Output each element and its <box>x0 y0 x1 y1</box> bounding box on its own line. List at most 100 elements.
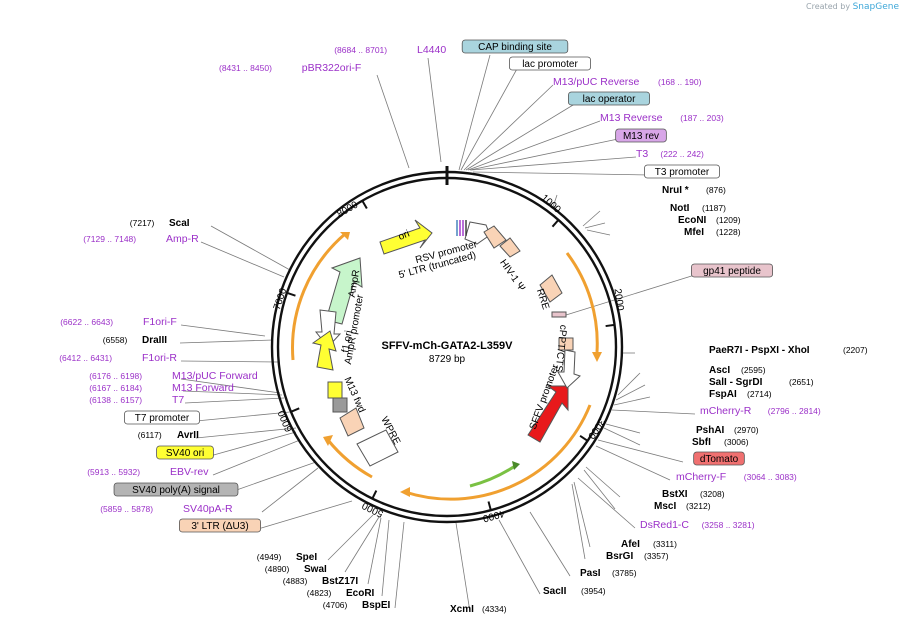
primer-label: L4440 <box>417 44 446 56</box>
t7-feature <box>332 397 348 413</box>
orange-arc-arrowheads <box>323 232 602 497</box>
enzyme-label: SalI - SgrDI <box>709 377 763 388</box>
tick-mark <box>605 323 615 328</box>
leader-line <box>427 57 442 163</box>
feature-box-label: SV40 poly(A) signal <box>132 485 220 496</box>
site-position: (3208) <box>700 489 725 499</box>
feature-box <box>691 263 774 278</box>
feature-box <box>461 39 569 54</box>
enzyme-label: BstZ17I <box>322 576 358 587</box>
leader-line <box>573 481 591 548</box>
cppt-arrow-feature <box>557 349 581 389</box>
primer-label: SV40pA-R <box>183 503 233 515</box>
leader-line <box>463 84 554 171</box>
primer-label: DsRed1-C <box>640 519 689 531</box>
site-position: (7129 .. 7148) <box>83 234 136 244</box>
plasmid-name: SFFV-mCh-GATA2-L359V <box>382 340 514 352</box>
enzyme-label: EcoNI <box>678 215 707 226</box>
feature-box <box>644 164 720 179</box>
primer-label: M13/pUC Reverse <box>553 76 640 88</box>
enzyme-label: NotI <box>670 203 690 214</box>
tick-label: 3000 <box>585 416 607 441</box>
leader-line <box>498 519 541 595</box>
leader-line <box>595 445 671 481</box>
enzyme-label: PaeR7I - PspXI - XhoI <box>709 345 810 356</box>
leader-line <box>327 514 374 561</box>
inner-features <box>311 219 581 467</box>
site-position: (2796 .. 2814) <box>768 406 821 416</box>
green-primer-arrow <box>469 464 516 488</box>
primer-label: EBV-rev <box>170 466 209 478</box>
feature-box-label: SV40 ori <box>166 448 204 459</box>
enzyme-label: SwaI <box>304 564 327 575</box>
inner-feature-label: f1 ori <box>340 330 355 354</box>
leader-line <box>605 423 641 434</box>
leader-line <box>472 171 651 176</box>
site-position: (3006) <box>724 437 749 447</box>
ltr-5-feature <box>464 221 491 245</box>
feature-box <box>568 91 651 106</box>
leader-line <box>195 427 297 439</box>
enzyme-label: AfeI <box>621 539 640 550</box>
enzyme-label: XcmI <box>450 604 474 615</box>
site-position: (6558) <box>103 335 128 345</box>
feature-box <box>156 445 214 460</box>
site-position: (876) <box>706 185 726 195</box>
leader-line <box>467 120 601 171</box>
leader-line <box>583 469 616 510</box>
feature-box <box>178 518 261 533</box>
site-position: (8684 .. 8701) <box>334 45 387 55</box>
site-position: (4949) <box>257 552 282 562</box>
leader-line <box>455 522 471 613</box>
leader-line <box>603 427 641 446</box>
inner-feature-label: AmpR <box>347 269 363 298</box>
site-position: (3785) <box>612 568 637 578</box>
leader-line <box>613 396 651 406</box>
snapgene-logo-text: SnapGene <box>852 2 899 12</box>
leader-line <box>182 390 283 396</box>
site-position: (4883) <box>283 576 308 586</box>
enzyme-label: MscI <box>654 501 676 512</box>
leader-line <box>585 466 621 498</box>
primer-label: F1ori-F <box>143 316 177 328</box>
site-position: (3258 .. 3281) <box>702 520 755 530</box>
enzyme-label: MfeI <box>684 227 704 238</box>
leader-line <box>180 378 281 394</box>
leader-line <box>597 439 684 463</box>
cppt-cts-box <box>558 337 574 351</box>
enzyme-label: AvrII <box>177 430 199 441</box>
primer-label: mCherry-F <box>676 471 726 483</box>
enzyme-label: NruI * <box>662 185 689 196</box>
primer-label: mCherry-R <box>700 405 752 417</box>
feature-box <box>693 451 745 466</box>
primer-label: pBR322ori-F <box>302 62 362 74</box>
leader-line <box>180 360 279 363</box>
leader-line <box>552 194 558 208</box>
enzyme-label: EcoRI <box>346 588 375 599</box>
site-position: (1209) <box>716 215 741 225</box>
site-position: (5859 .. 5878) <box>100 504 153 514</box>
primer-label: M13 Reverse <box>600 112 663 124</box>
leader-line <box>565 273 699 316</box>
primer-label: Amp-R <box>166 233 199 245</box>
green-arrowhead <box>512 461 520 470</box>
leader-line <box>200 241 285 278</box>
site-position: (5913 .. 5932) <box>87 467 140 477</box>
leader-line <box>470 156 637 171</box>
leader-line <box>195 411 291 422</box>
inner-feature-label: cPPT/CTS <box>553 324 569 372</box>
feature-box-label: 3' LTR (ΔU3) <box>191 521 248 532</box>
gp41-box <box>551 311 567 318</box>
site-position: (2970) <box>734 425 759 435</box>
primer-label: T3 <box>636 148 648 160</box>
site-position: (4890) <box>265 564 290 574</box>
leader-line <box>460 66 519 171</box>
site-position: (7217) <box>130 218 155 228</box>
leader-line <box>394 521 405 609</box>
rre-feature <box>539 274 563 303</box>
site-position: (3212) <box>686 501 711 511</box>
leader-line <box>179 339 274 344</box>
site-position: (4334) <box>482 604 507 614</box>
enzyme-label: BstXI <box>662 489 688 500</box>
